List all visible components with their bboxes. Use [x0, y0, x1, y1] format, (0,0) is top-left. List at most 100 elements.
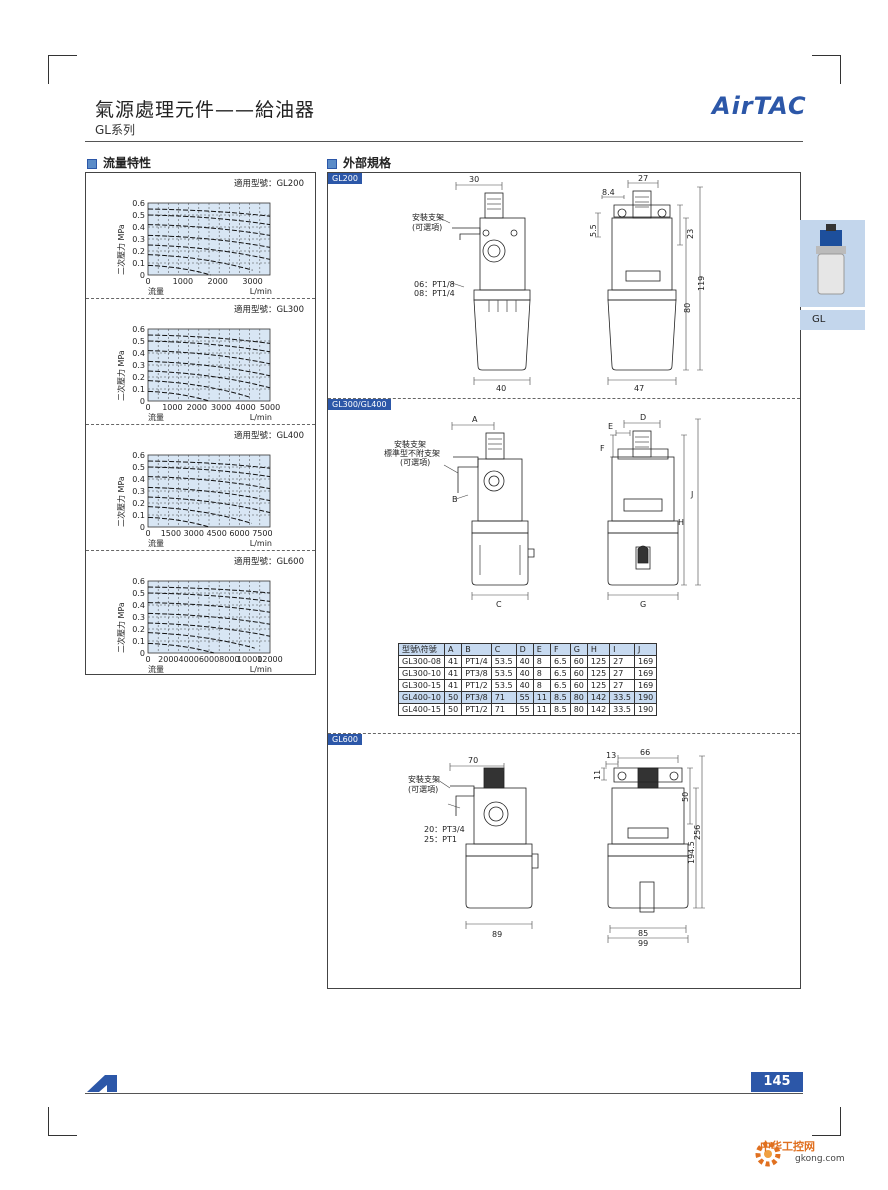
spec-cell: GL400-10 [398, 691, 445, 704]
gl300-port-side [483, 470, 505, 492]
series-line [147, 390, 210, 402]
crop-mark-top-right [812, 55, 841, 84]
spec-cell: 40 [515, 679, 534, 692]
spec-cell: 50 [443, 703, 463, 716]
gl300-body-side [477, 458, 523, 522]
gl300-dim-F: F [600, 444, 605, 453]
spec-cell: 33.5 [609, 691, 635, 704]
product-thumbnail [800, 220, 865, 307]
y-tick-label: 0.3 [132, 361, 145, 370]
spec-cell: 60 [569, 667, 588, 680]
gl200-port2: 08：PT1/4 [414, 289, 455, 298]
spec-cell: 27 [609, 655, 635, 668]
x-tick-label: 1500 [161, 529, 181, 538]
series-line [147, 370, 271, 389]
spec-cell: 33.5 [609, 703, 635, 716]
gl600-body-front [611, 787, 685, 845]
series-line [147, 592, 271, 602]
spec-cell: PT1/2 [461, 679, 492, 692]
spec-cell: 53.5 [490, 667, 517, 680]
spec-header-cell: 型號\符號 [398, 643, 445, 656]
y-tick-label: 0.4 [132, 475, 145, 484]
dimension-drawings-panel: GL200 [327, 172, 801, 989]
gl200-dim-30: 30 [469, 175, 479, 184]
lubricator-product-icon [816, 224, 846, 295]
gl600-bowl-front [607, 855, 689, 909]
x-tick-label: 0 [145, 655, 150, 664]
x-tick-label: 12000 [257, 655, 282, 664]
x-axis-unit: L/min [250, 539, 272, 548]
gl200-bracket-front [613, 204, 671, 218]
gl600-port-side [483, 801, 509, 827]
gl300-dim-B: B [452, 495, 458, 504]
x-tick-label: 4000 [178, 655, 198, 664]
y-axis-label: 二次壓力 MPa [116, 224, 126, 275]
spec-header-cell: G [569, 643, 588, 656]
spec-cell: 11 [532, 703, 551, 716]
x-tick-label: 5000 [260, 403, 280, 412]
gl200-bracket-label: 安裝支架 [412, 212, 444, 222]
spec-cell: PT3/8 [461, 667, 492, 680]
x-tick-label: 2000 [187, 403, 207, 412]
spec-cell: 60 [569, 679, 588, 692]
series-line [147, 506, 252, 524]
y-tick-label: 0.6 [132, 325, 145, 334]
gl200-dim-5-5: 5.5 [589, 224, 598, 237]
spec-header-cell: A [443, 643, 463, 656]
x-tick-label: 7500 [252, 529, 272, 538]
y-axis-label: 二次壓力 MPa [116, 602, 126, 653]
y-tick-label: 0.5 [132, 337, 145, 346]
spec-cell: GL300-08 [398, 655, 445, 668]
spec-header-cell: J [633, 643, 658, 656]
series-line [147, 466, 271, 478]
gl200-port1: 06：PT1/8 [414, 280, 455, 289]
spec-cell: 60 [569, 655, 588, 668]
x-tick-label: 2000 [158, 655, 178, 664]
y-tick-label: 0.5 [132, 211, 145, 220]
y-tick-label: 0.1 [132, 259, 145, 268]
spec-cell: PT3/8 [461, 691, 492, 704]
spec-cell: GL300-10 [398, 667, 445, 680]
y-tick-label: 0.1 [132, 385, 145, 394]
gl600-dim-11: 11 [593, 770, 602, 780]
spec-cell: 8 [532, 655, 551, 668]
series-line [147, 486, 271, 502]
gl600-sight-glass [639, 881, 655, 913]
x-tick-label: 3000 [184, 529, 204, 538]
gl200-optional-label: (可選項) [412, 222, 442, 232]
y-tick-label: 0 [140, 271, 145, 280]
gl200-dim-119: 119 [697, 276, 706, 291]
header-rule [85, 141, 803, 142]
spec-header-cell: C [490, 643, 517, 656]
gl600-dim-85: 85 [638, 929, 648, 938]
gl200-dim-27: 27 [638, 174, 648, 183]
crop-mark-bottom-right [812, 1107, 841, 1136]
y-tick-label: 0.3 [132, 487, 145, 496]
series-line [147, 264, 211, 276]
x-tick-label: 0 [145, 403, 150, 412]
spec-cell: 71 [490, 691, 517, 704]
section-dimensions-heading: 外部規格 [327, 154, 391, 171]
spec-cell: 169 [633, 655, 658, 668]
y-tick-label: 0.6 [132, 451, 145, 460]
gl600-dim-99: 99 [638, 939, 648, 948]
gl300-dim-D: D [640, 413, 646, 422]
spec-cell: GL400-15 [398, 703, 445, 716]
spec-cell: 55 [515, 703, 534, 716]
series-line [147, 340, 271, 353]
gl300-bowl-front [607, 532, 679, 586]
spec-cell: 8 [532, 679, 551, 692]
spec-cell: 125 [586, 667, 611, 680]
x-tick-label: 6000 [229, 529, 249, 538]
spec-cell: 80 [569, 691, 588, 704]
spec-cell: 6.5 [549, 655, 571, 668]
y-tick-label: 0.2 [132, 625, 145, 634]
gl600-dim-89: 89 [492, 930, 502, 939]
gl200-body-front [611, 217, 673, 291]
spec-cell: 11 [532, 691, 551, 704]
spec-cell: 41 [443, 679, 463, 692]
spec-cell: 8.5 [549, 703, 571, 716]
